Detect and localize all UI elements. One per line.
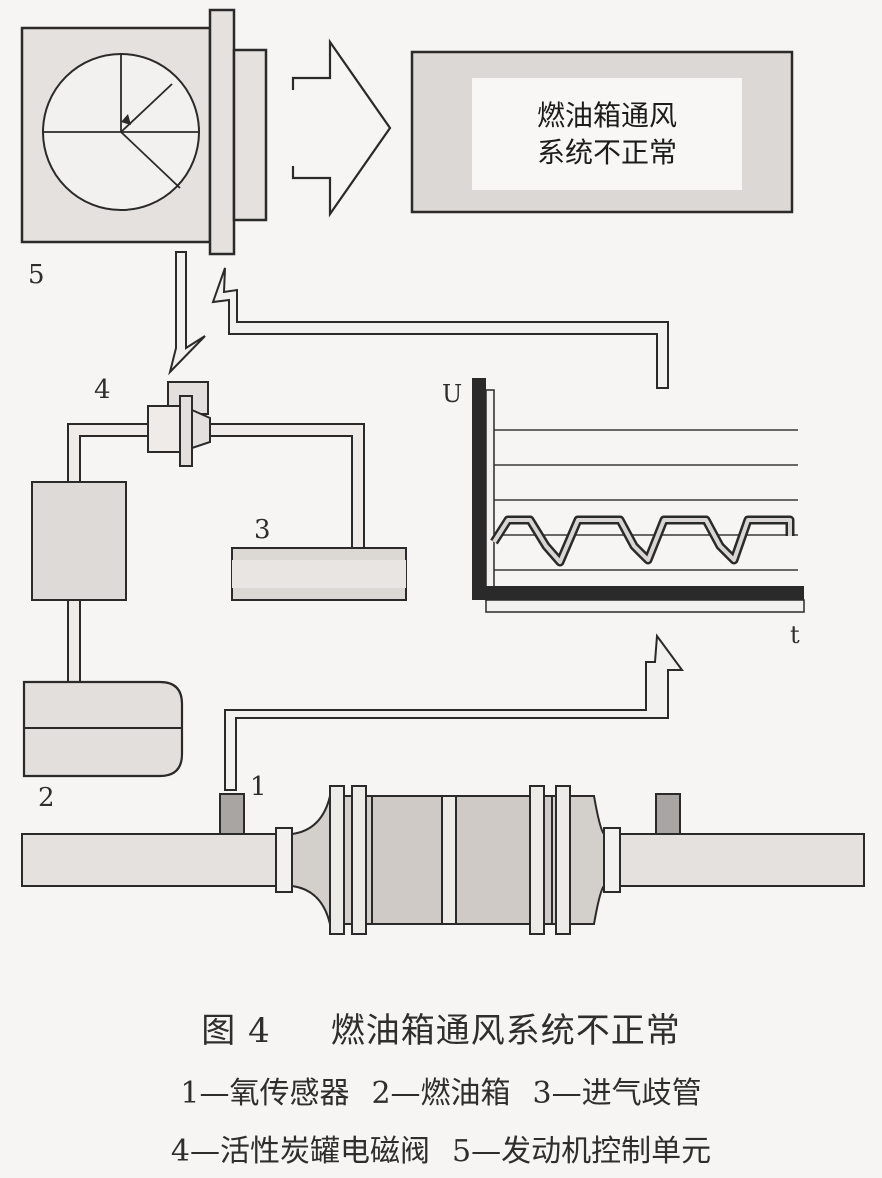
x-axis-label: t [790,621,800,649]
output-arrow-icon [291,38,392,218]
exhaust-system [21,785,865,935]
label-ecu: 5 [28,260,45,290]
figure-title: 燃油箱通风系统不正常 [330,1011,681,1051]
intake-manifold [231,547,407,601]
oxygen-sensor-signal-graph: U t [442,378,805,649]
label-fuel-tank: 2 [38,783,55,813]
feedback-signal-line-upper [211,267,669,389]
legend-item: 1—氧传感器 [180,1076,350,1111]
legend-line-2: 4—活性炭罐电磁阀 5—发动机控制单元 [0,1126,882,1170]
legend-item: 4—活性炭罐电磁阀 [170,1134,430,1169]
warning-display: 燃油箱通风 系统不正常 [410,50,794,214]
downstream-sensor [655,793,681,835]
control-signal-arrow-icon [168,251,206,376]
carbon-canister-solenoid-valve [147,381,211,467]
legend-item: 2—燃油箱 [371,1076,511,1111]
label-intake-manifold: 3 [254,515,271,545]
label-oxygen-sensor: 1 [250,772,267,802]
engine-control-unit [20,8,268,256]
figure-number: 图 4 [201,1011,271,1051]
oxygen-sensor [219,793,245,835]
catalytic-converter [371,795,553,925]
legend-line-1: 1—氧传感器 2—燃油箱 3—进气歧管 [0,1068,882,1112]
legend-item: 3—进气歧管 [532,1076,702,1111]
carbon-canister [31,481,127,601]
figure-caption: 图 4 燃油箱通风系统不正常 [0,1003,882,1052]
warning-text-line1: 燃油箱通风 [537,99,677,132]
vent-pipes [67,423,365,683]
y-axis-label: U [442,380,462,408]
sensor-signal-line-lower [224,633,684,791]
label-solenoid-valve: 4 [94,375,111,405]
legend-item: 5—发动机控制单元 [452,1134,712,1169]
gauge-dial-icon [42,53,200,211]
warning-text-line2: 系统不正常 [537,136,677,169]
